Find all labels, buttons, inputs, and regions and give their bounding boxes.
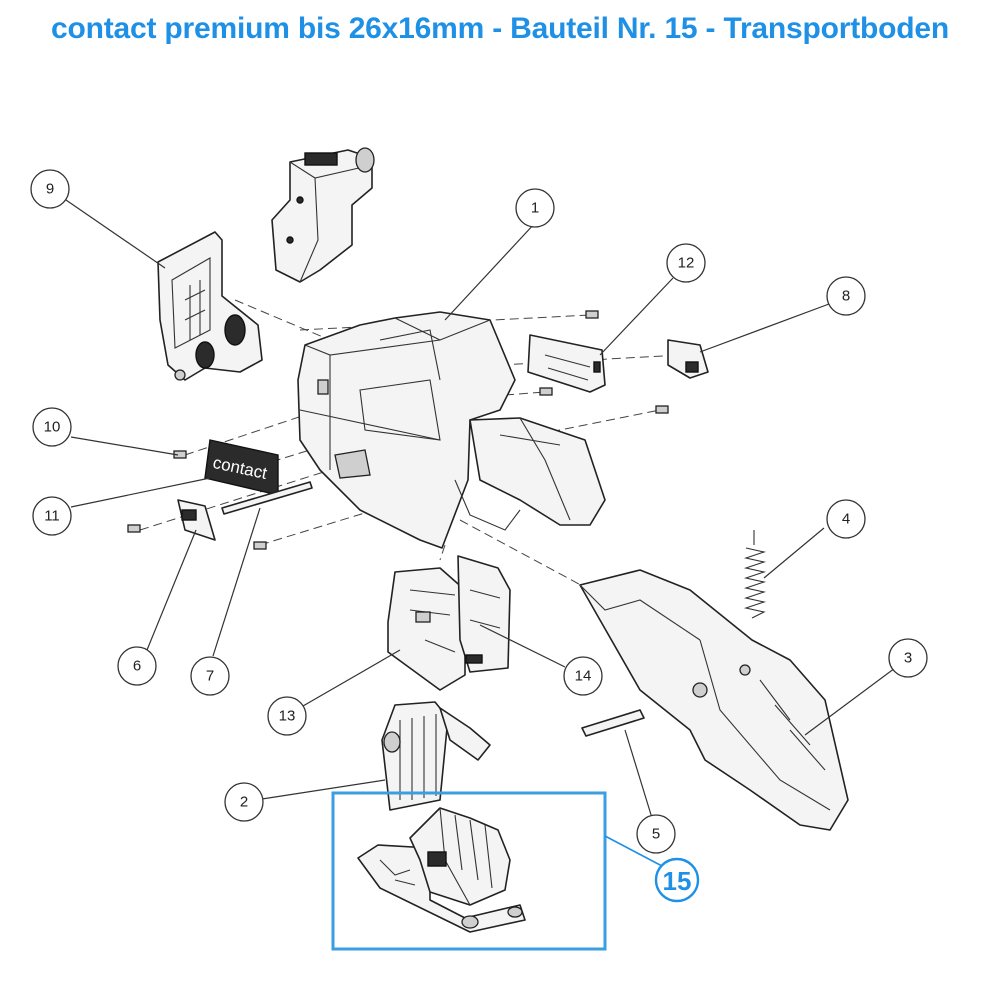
callout-4: 4	[826, 499, 866, 539]
callout-12: 12	[666, 243, 706, 283]
screws	[127, 310, 669, 550]
callout-8-label: 8	[842, 288, 850, 305]
part-12-plate	[527, 334, 606, 393]
callout-12-label: 12	[678, 255, 695, 272]
part-printhead-block	[271, 147, 375, 283]
callout-2-label: 2	[240, 794, 248, 811]
callout-3-label: 3	[904, 650, 912, 667]
callout-8: 8	[826, 276, 866, 316]
callout-11: 11	[32, 496, 72, 536]
callout-7-label: 7	[206, 668, 214, 685]
part-5-pin	[581, 709, 645, 737]
part-4-spring	[743, 530, 767, 619]
callout-2: 2	[224, 782, 264, 822]
callout-3: 3	[888, 638, 928, 678]
callout-15-label: 15	[663, 866, 692, 896]
callout-5-label: 5	[652, 826, 660, 843]
callout-9-label: 9	[46, 181, 54, 198]
callout-6-label: 6	[133, 658, 141, 675]
callout-4-label: 4	[842, 511, 850, 528]
leader-lines	[65, 199, 896, 867]
callout-6: 6	[117, 646, 157, 686]
part-3-handle	[579, 569, 849, 831]
callout-13-label: 13	[279, 708, 296, 725]
callout-10-label: 10	[44, 419, 61, 436]
part-14-inner-plate	[457, 555, 511, 673]
part-11-contact-plate: contact	[204, 439, 279, 496]
callout-14-label: 14	[575, 668, 592, 685]
callout-14: 14	[563, 656, 603, 696]
callout-1: 1	[515, 188, 555, 228]
callout-9: 9	[30, 169, 70, 209]
page-title: contact premium bis 26x16mm - Bauteil Nr…	[50, 12, 950, 45]
highlight-leader	[604, 835, 663, 867]
part-13-inner-plate	[387, 567, 466, 691]
part-15-transport-floor	[331, 791, 607, 951]
highlight-frame	[331, 791, 607, 951]
callout-1-label: 1	[531, 200, 539, 217]
part-6-clip	[177, 499, 216, 541]
part-2-transport-mechanism	[381, 701, 491, 811]
callout-13: 13	[267, 696, 307, 736]
part-9-side-frame	[157, 231, 263, 381]
callout-10: 10	[32, 407, 72, 447]
callout-15: 15	[654, 857, 700, 903]
callout-5: 5	[636, 814, 676, 854]
part-1-main-housing	[297, 311, 606, 549]
callout-11-label: 11	[44, 508, 60, 525]
part-8-bracket	[667, 339, 709, 379]
callout-7: 7	[190, 656, 230, 696]
part-7-axle-pin	[221, 481, 313, 515]
